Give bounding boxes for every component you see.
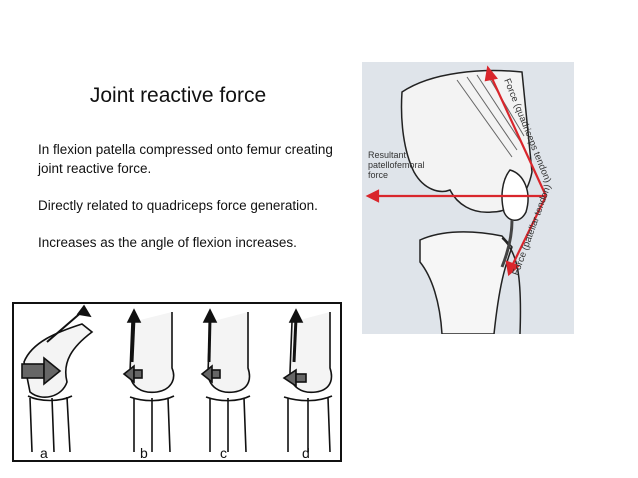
- panel-label-c: c: [220, 445, 227, 461]
- knee-force-svg: Resultant patellofemoral force Force (qu…: [362, 62, 574, 335]
- quadriceps-fibers: [456, 73, 525, 158]
- resultant-arrowhead: [365, 189, 380, 203]
- slide-title: Joint reactive force: [89, 84, 267, 107]
- resultant-label-line3: force: [368, 170, 388, 180]
- patellar-tendon: [500, 219, 514, 268]
- force-arrows: [365, 65, 547, 277]
- flexion-panels-figure: a b c d: [12, 302, 342, 462]
- panel-d: [282, 308, 333, 453]
- fibula-line: [501, 237, 522, 335]
- resultant-label-line1: Resultant: [368, 150, 407, 160]
- tibia-shape: [419, 231, 513, 335]
- quadriceps-force-arrow: [489, 73, 547, 197]
- panel-label-a: a: [40, 445, 48, 461]
- panel-b: [122, 308, 175, 453]
- patellar-force-arrow: [511, 195, 547, 267]
- quadriceps-arrowhead: [484, 65, 498, 82]
- panel-a: [21, 304, 94, 453]
- paragraph-flexion: In flexion patella compressed onto femur…: [38, 142, 333, 176]
- panel-label-b: b: [140, 445, 148, 461]
- panel-c: [200, 308, 251, 453]
- knee-force-diagram: Resultant patellofemoral force Force (qu…: [362, 62, 574, 335]
- paragraph-quadriceps: Directly related to quadriceps force gen…: [38, 198, 318, 213]
- panel-label-d: d: [302, 445, 310, 461]
- flexion-panels-svg: a b c d: [12, 302, 342, 462]
- resultant-label-line2: patellofemoral: [368, 160, 425, 170]
- paragraph-angle: Increases as the angle of flexion increa…: [38, 235, 297, 250]
- patellar-arrowhead: [505, 260, 521, 277]
- slide-body: In flexion patella compressed onto femur…: [38, 140, 338, 270]
